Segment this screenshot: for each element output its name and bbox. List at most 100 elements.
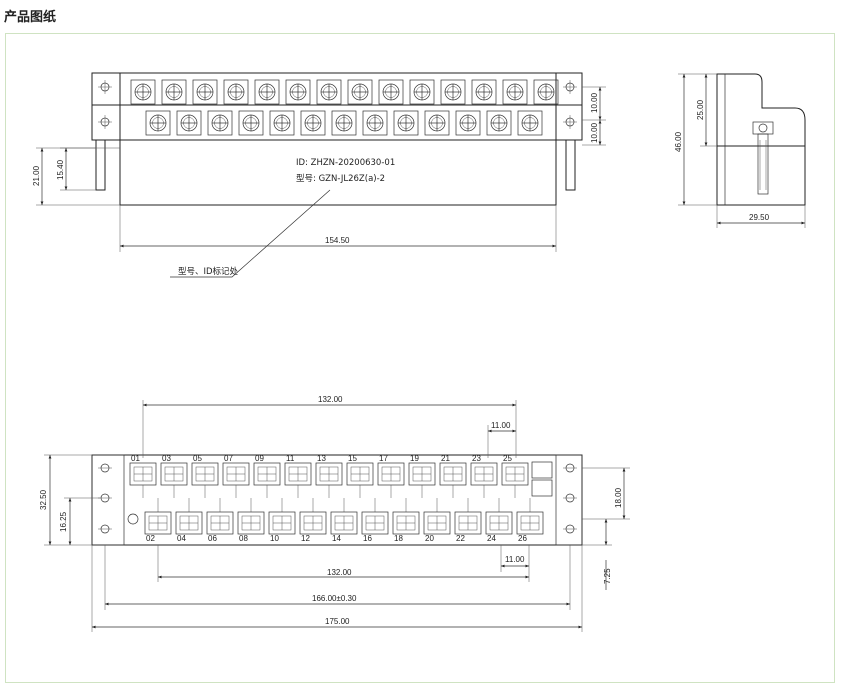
terminal-number: 18 (394, 534, 403, 543)
front-body (119, 139, 557, 206)
terminal-cell: 05 (191, 454, 219, 486)
terminal-screw-icon (238, 110, 264, 136)
bottom-ear-screws (98, 463, 577, 534)
terminal-screw-icon (192, 79, 218, 105)
dim-side-height-text: 46.00 (674, 131, 683, 152)
front-ear-screws (98, 80, 577, 129)
terminal-number: 19 (410, 454, 419, 463)
terminal-cell: 10 (268, 511, 296, 543)
terminal-screw-icon (300, 110, 326, 136)
terminal-cell: 25 (501, 454, 529, 486)
terminal-screw-icon (502, 79, 528, 105)
terminal-number: 08 (239, 534, 248, 543)
front-view: ID: ZHZN-20200630-01 型号: GZN-JL26Z(a)-2 … (32, 72, 606, 278)
terminal-screw-icon (409, 79, 435, 105)
terminal-cell: 02 (144, 511, 172, 543)
terminal-cell: 22 (454, 511, 482, 543)
terminal-cell: 12 (299, 511, 327, 543)
terminal-cell: 04 (175, 511, 203, 543)
terminal-number: 20 (425, 534, 434, 543)
terminal-number: 14 (332, 534, 341, 543)
terminal-number: 23 (472, 454, 481, 463)
terminal-cell: 14 (330, 511, 358, 543)
terminal-cell: 08 (237, 511, 265, 543)
terminal-number: 03 (162, 454, 171, 463)
terminal-cell: 13 (315, 454, 343, 486)
terminal-screw-icon (347, 79, 373, 105)
dim-side-depth-text: 29.50 (749, 213, 770, 222)
dim-front-width-text: 154.50 (325, 236, 350, 245)
terminal-number: 11 (286, 454, 295, 463)
terminal-cell: 01 (129, 454, 157, 486)
dim-row-pitch-top-text: 10.00 (590, 92, 599, 113)
terminal-number: 24 (487, 534, 496, 543)
terminal-cell: 19 (408, 454, 436, 486)
dim-row-pitch-bottom-text: 10.00 (590, 122, 599, 143)
terminal-cell: 20 (423, 511, 451, 543)
terminal-cell: 06 (206, 511, 234, 543)
callout-leader (170, 189, 331, 278)
terminal-screw-icon (145, 110, 171, 136)
dim-overall-width-text: 175.00 (325, 617, 350, 626)
terminal-screw-icon (378, 79, 404, 105)
terminal-cell: 07 (222, 454, 250, 486)
terminal-cell: 17 (377, 454, 405, 486)
dim-bottom-span-text: 132.00 (327, 568, 352, 577)
terminal-number: 17 (379, 454, 388, 463)
terminal-screw-icon (254, 79, 280, 105)
side-body (716, 145, 806, 206)
terminal-screw-icon (455, 110, 481, 136)
dim-top-span-text: 132.00 (318, 395, 343, 404)
terminal-cell: 18 (392, 511, 420, 543)
page-title: 产品图纸 (4, 10, 57, 25)
terminal-screw-icon (285, 79, 311, 105)
terminal-cell: 16 (361, 511, 389, 543)
terminal-number: 07 (224, 454, 233, 463)
terminal-cell: 11 (284, 454, 312, 486)
terminal-number: 26 (518, 534, 527, 543)
terminal-cell: 23 (470, 454, 498, 486)
dim-front-height-total-text: 21.00 (32, 165, 41, 186)
terminal-screw-icon (362, 110, 388, 136)
terminal-number: 09 (255, 454, 264, 463)
front-top-strip (91, 72, 583, 106)
callout-text: 型号、ID标记处 (178, 266, 239, 277)
bottom-outline (91, 454, 583, 546)
bottom-top-terminals: 01 03 05 07 09 11 13 15 17 19 21 23 25 (129, 454, 529, 498)
terminal-screw-icon (176, 110, 202, 136)
terminal-number: 01 (131, 454, 140, 463)
terminal-screw-icon (533, 79, 559, 105)
terminal-cell: 15 (346, 454, 374, 486)
terminal-screw-icon (331, 110, 357, 136)
id-text: ID: ZHZN-20200630-01 (296, 158, 395, 168)
terminal-number: 25 (503, 454, 512, 463)
terminal-screw-icon (130, 79, 156, 105)
front-left-ear (91, 72, 121, 141)
terminal-number: 12 (301, 534, 310, 543)
terminal-cell: 21 (439, 454, 467, 486)
dim-right-offset-text: 7.25 (603, 568, 612, 584)
side-housing (716, 73, 806, 147)
terminal-number: 05 (193, 454, 202, 463)
terminal-screw-icon (486, 110, 512, 136)
dim-bottom-pitch-text: 11.00 (505, 555, 525, 564)
front-left-pin (95, 139, 106, 191)
terminal-screw-icon (517, 110, 543, 136)
terminal-cell: 24 (485, 511, 513, 543)
dim-front-height-inner-text: 15.40 (56, 159, 65, 180)
front-right-pin (565, 139, 576, 191)
terminal-cell: 03 (160, 454, 188, 486)
side-view: 46.00 25.00 29.50 (674, 73, 806, 228)
dim-bottom-height-text: 32.50 (39, 489, 48, 510)
dim-right-row-text: 18.00 (614, 487, 623, 508)
terminal-number: 13 (317, 454, 326, 463)
terminal-screw-icon (207, 110, 233, 136)
terminal-screw-icon (316, 79, 342, 105)
terminal-number: 06 (208, 534, 217, 543)
terminal-screw-icon (424, 110, 450, 136)
terminal-screw-icon (161, 79, 187, 105)
dim-top-pitch-text: 11.00 (491, 421, 511, 430)
